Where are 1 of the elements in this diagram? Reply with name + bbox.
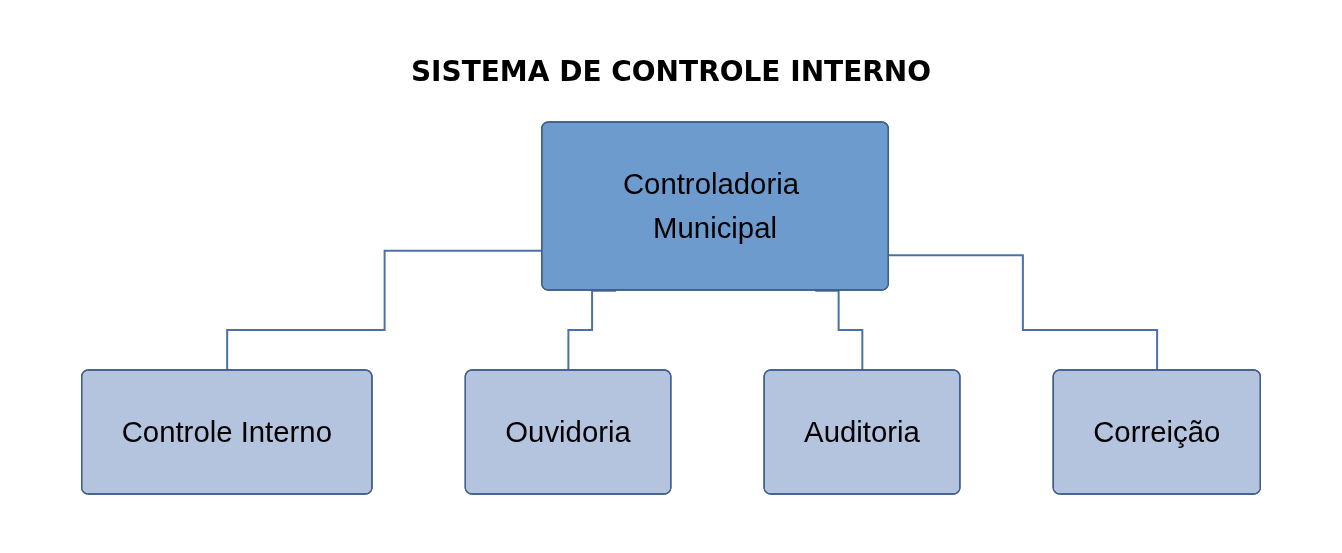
diagram-title: SISTEMA DE CONTROLE INTERNO: [410, 55, 932, 88]
